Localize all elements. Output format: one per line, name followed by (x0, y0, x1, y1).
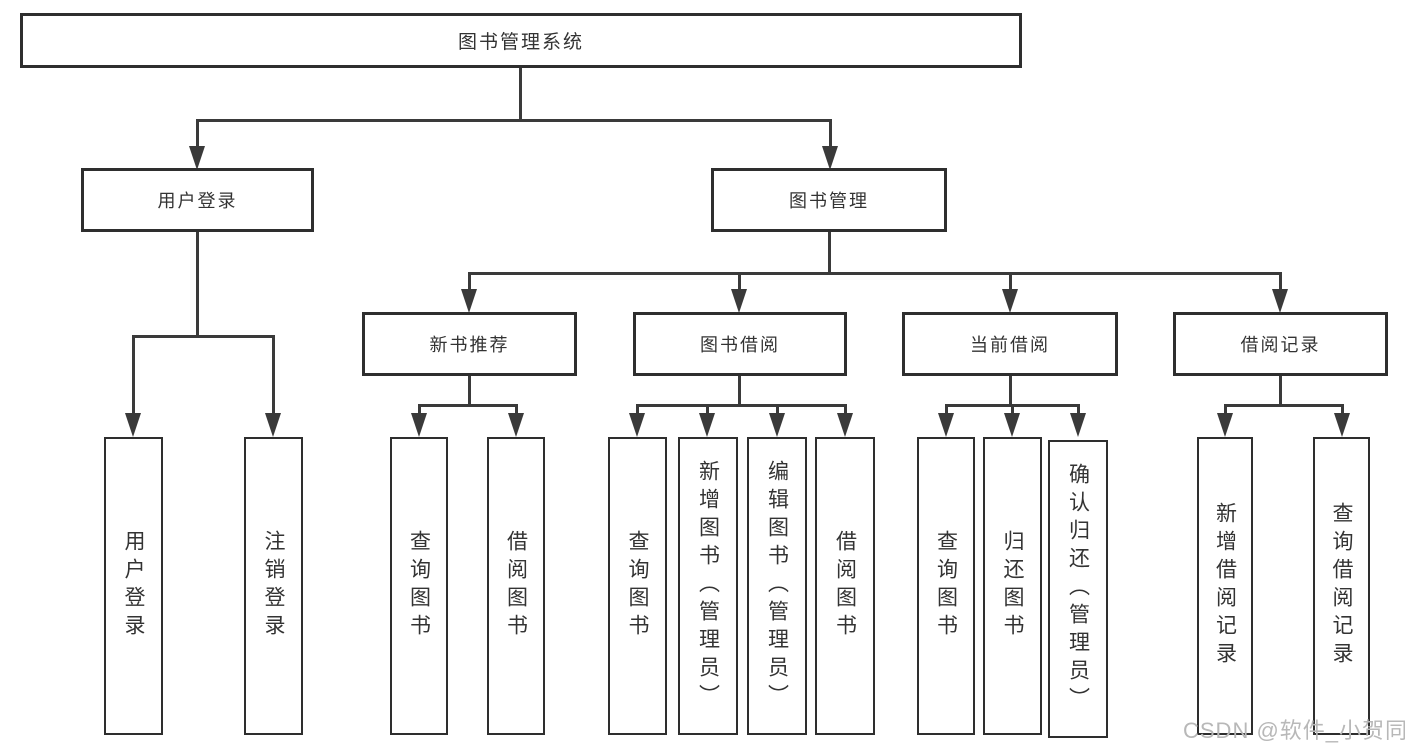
node-label: 当前借阅 (970, 335, 1050, 355)
arrowhead-leaf (1217, 413, 1233, 437)
leaf-label: 新增借阅记录 (1213, 502, 1237, 670)
edge-user-login-stem (195, 232, 199, 336)
leaf-label: 归还图书 (1001, 530, 1024, 642)
arrowhead-book-borrowing (731, 289, 747, 313)
edge-to-leaf (843, 405, 847, 415)
edge-to-leaf (944, 405, 948, 415)
edge-to-leaf (514, 405, 518, 415)
node-book-borrowing: 图书借阅 (633, 312, 847, 376)
edge-to-leaf (635, 405, 639, 415)
leaf-label: 查询图书 (626, 530, 649, 642)
leaf-query-books: 查询图书 (917, 437, 975, 735)
leaf-label: 借阅图书 (504, 530, 528, 642)
arrowhead-user-login (189, 146, 205, 170)
csdn-watermark: CSDN @软件_小贺同学 (1183, 718, 1405, 743)
edge-to-leaf (1223, 405, 1227, 415)
edge-book-borrowing-branch (635, 404, 847, 407)
leaf-label: 借阅图书 (833, 530, 857, 642)
node-label: 图书管理 (789, 191, 869, 211)
node-label: 图书管理系统 (457, 32, 584, 53)
node-new-book-recommend: 新书推荐 (362, 312, 577, 376)
leaf-borrow-books: 借阅图书 (487, 437, 545, 735)
arrowhead-leaf (1334, 413, 1350, 437)
edge-to-book-management (828, 120, 832, 148)
leaf-borrow-books: 借阅图书 (815, 437, 875, 735)
edge-to-leaf (775, 405, 779, 415)
arrowhead-leaf (1070, 413, 1086, 437)
leaf-query-books: 查询图书 (608, 437, 667, 735)
arrowhead-book-management (822, 146, 838, 170)
leaf-confirm-return-admin: 确认归还（管理员） (1048, 440, 1108, 738)
edge-root-branch (195, 119, 832, 122)
edge-to-leaf-logout (271, 336, 275, 414)
leaf-label: 查询图书 (407, 530, 431, 642)
edge-to-book-borrowing (737, 273, 741, 292)
edge-to-borrowing-records (1278, 273, 1282, 292)
arrowhead-borrowing-records (1272, 289, 1288, 313)
edge-new-book-recommend-branch (417, 404, 518, 407)
edge-to-leaf-user-login (131, 336, 135, 414)
edge-to-current-borrowing (1008, 273, 1012, 292)
node-label: 用户登录 (157, 191, 238, 211)
node-label: 新书推荐 (429, 335, 510, 355)
leaf-label: 注销登录 (262, 530, 285, 642)
edge-book-borrowing-stem (737, 376, 741, 406)
edge-to-new-book-recommend (467, 273, 471, 292)
edge-to-leaf (1010, 405, 1014, 415)
edge-borrowing-records-stem (1278, 376, 1282, 406)
arrowhead-leaf (769, 413, 785, 437)
leaf-label: 查询借阅记录 (1330, 502, 1353, 670)
edge-root-stem (519, 68, 522, 121)
edge-user-login-branch (131, 335, 275, 338)
leaf-add-borrow-record: 新增借阅记录 (1197, 437, 1253, 735)
leaf-user-login: 用户登录 (104, 437, 163, 735)
edge-book-management-branch (467, 272, 1282, 275)
leaf-logout: 注销登录 (244, 437, 303, 735)
arrowhead-leaf (629, 413, 645, 437)
node-library-management-system: 图书管理系统 (20, 13, 1022, 68)
leaf-label: 用户登录 (122, 530, 145, 642)
edge-borrowing-records-branch (1223, 404, 1344, 407)
node-current-borrowing: 当前借阅 (902, 312, 1118, 376)
node-book-management: 图书管理 (711, 168, 947, 232)
edge-to-leaf (417, 405, 421, 415)
arrowhead-leaf (411, 413, 427, 437)
edge-to-user-login (195, 120, 199, 148)
leaf-label: 新增图书（管理员） (696, 460, 720, 712)
leaf-query-books: 查询图书 (390, 437, 448, 735)
arrowhead-leaf (1004, 413, 1020, 437)
edge-to-leaf (1076, 405, 1080, 415)
arrowhead-leaf-user-login (125, 413, 141, 437)
arrowhead-current-borrowing (1002, 289, 1018, 313)
leaf-return-books: 归还图书 (983, 437, 1042, 735)
arrowhead-leaf (938, 413, 954, 437)
leaf-label: 确认归还（管理员） (1066, 463, 1090, 715)
node-label: 图书借阅 (700, 335, 780, 355)
leaf-label: 查询图书 (934, 530, 958, 642)
edge-to-leaf (1340, 405, 1344, 415)
arrowhead-new-book-recommend (461, 289, 477, 313)
leaf-label: 编辑图书（管理员） (765, 460, 789, 712)
arrowhead-leaf (837, 413, 853, 437)
arrowhead-leaf-logout (265, 413, 281, 437)
leaf-edit-books-admin: 编辑图书（管理员） (747, 437, 807, 735)
arrowhead-leaf (699, 413, 715, 437)
node-label: 借阅记录 (1240, 335, 1321, 355)
edge-book-management-stem (827, 232, 831, 274)
node-borrowing-records: 借阅记录 (1173, 312, 1388, 376)
edge-new-book-recommend-stem (467, 376, 471, 406)
arrowhead-leaf (508, 413, 524, 437)
edge-current-borrowing-stem (1008, 376, 1012, 406)
leaf-add-books-admin: 新增图书（管理员） (678, 437, 738, 735)
node-user-login: 用户登录 (81, 168, 314, 232)
edge-to-leaf (705, 405, 709, 415)
leaf-query-borrow-record: 查询借阅记录 (1313, 437, 1370, 735)
